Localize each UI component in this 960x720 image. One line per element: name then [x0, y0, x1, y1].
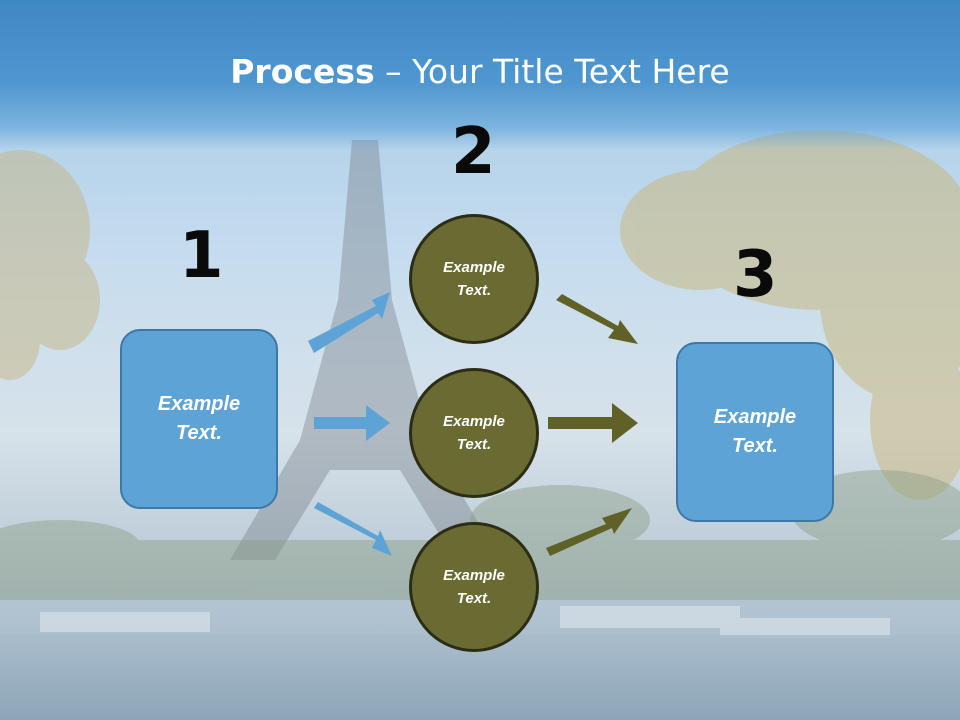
arrow-down-right-olive — [556, 294, 638, 344]
title-bold-text: Process — [230, 52, 375, 91]
left-tree-foliage — [0, 150, 100, 380]
circle-bottom-text: Example Text. — [443, 567, 505, 607]
right-box-text: Example Text. — [713, 406, 797, 457]
left-box-text: Example Text. — [157, 393, 241, 444]
slide-title: Process – Your Title Text Here — [0, 52, 960, 91]
left-text-box[interactable]: Example Text. — [120, 329, 278, 509]
arrow-up-right-blue — [308, 292, 390, 353]
right-text-box[interactable]: Example Text. — [676, 342, 834, 522]
title-rest-text: Your Title Text Here — [412, 52, 730, 91]
circle-top[interactable]: Example Text. — [409, 214, 539, 344]
step-number-2: 2 — [451, 115, 496, 189]
right-tree-foliage — [620, 130, 960, 500]
arrow-right-blue — [314, 405, 390, 441]
arrow-down-right-blue — [314, 502, 392, 556]
boats — [40, 606, 890, 638]
arrow-right-olive — [548, 403, 638, 443]
title-band — [0, 0, 960, 150]
circle-middle-text: Example Text. — [443, 413, 505, 453]
step-number-3: 3 — [733, 238, 778, 312]
arrow-up-right-olive — [546, 508, 632, 556]
circle-middle[interactable]: Example Text. — [409, 368, 539, 498]
circle-top-text: Example Text. — [443, 259, 505, 299]
circle-bottom[interactable]: Example Text. — [409, 522, 539, 652]
title-dash: – — [374, 52, 413, 91]
step-number-1: 1 — [179, 219, 224, 293]
